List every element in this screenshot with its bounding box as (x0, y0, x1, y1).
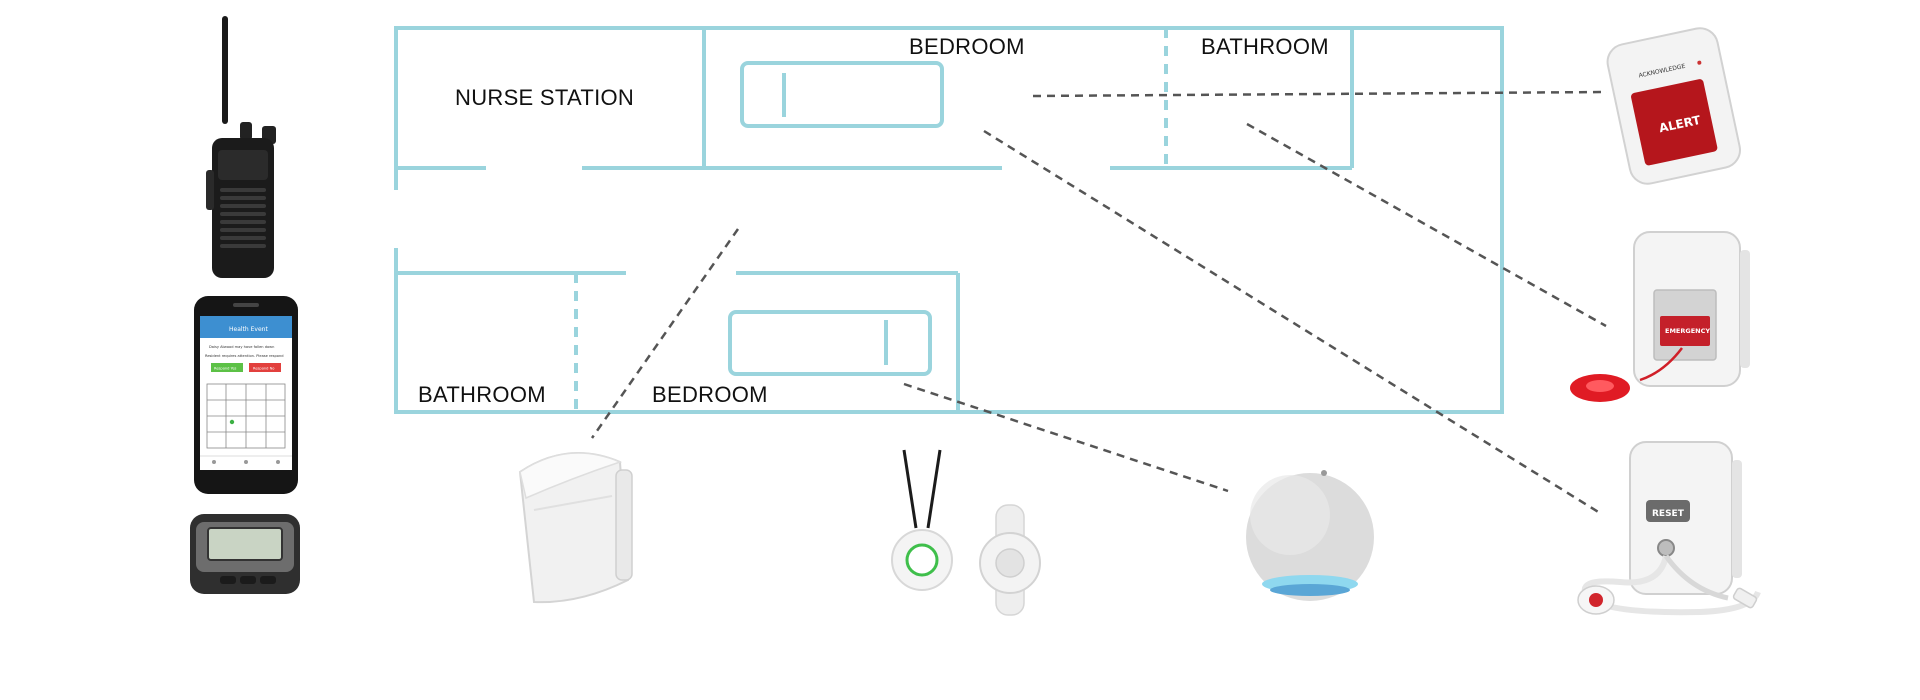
label-bedroom-bottom: BEDROOM (652, 382, 768, 407)
app-respond-no-label: Respond No (253, 367, 275, 371)
app-line2: Resident requires attention. Please resp… (205, 354, 284, 358)
connection-lines (590, 90, 1608, 515)
motion-sensor-icon (518, 452, 633, 604)
link-bathroom-to-pull-cord (1246, 122, 1607, 328)
alert-button-icon[interactable]: ACKNOWLEDGE ALERT (1604, 25, 1743, 187)
link-bedroom-to-alert-button (1032, 90, 1608, 98)
app-header: Health Event (229, 326, 268, 333)
label-bathroom-bottom: BATHROOM (418, 382, 546, 407)
smartphone-icon: Health Event Daisy Atwood may have falle… (194, 296, 298, 494)
smart-speaker-icon (1246, 470, 1374, 601)
link-bed-to-smart-speaker (903, 382, 1229, 493)
app-respond-yes-label: Respond Yes (214, 367, 237, 371)
pull-cord-label: EMERGENCY (1665, 327, 1710, 335)
app-line1: Daisy Atwood may have fallen down (209, 345, 274, 349)
call-cord-icon[interactable]: RESET (1577, 441, 1761, 616)
app-respond-yes-button[interactable] (211, 363, 243, 372)
label-bedroom-top: BEDROOM (909, 34, 1025, 59)
label-bathroom-top: BATHROOM (1201, 34, 1329, 59)
bed-top (740, 61, 944, 128)
link-bedroom-to-motion-sensor (590, 228, 740, 439)
call-cord-reset-label: RESET (1652, 509, 1685, 519)
pendant-icon (891, 449, 953, 591)
bed-bottom (728, 310, 932, 376)
outer-wall (394, 26, 1504, 414)
walkie-talkie-icon (206, 16, 276, 278)
floor-plan: NURSE STATION BEDROOM BATHROOM BATHROOM … (394, 26, 1504, 414)
app-respond-no-button[interactable] (249, 363, 281, 372)
wristband-icon (979, 504, 1041, 616)
link-bedroom-to-call-cord (983, 129, 1601, 515)
pager-icon (190, 514, 300, 594)
emergency-pull-cord-icon[interactable]: EMERGENCY (1570, 231, 1750, 402)
label-nurse-station: NURSE STATION (455, 85, 634, 110)
